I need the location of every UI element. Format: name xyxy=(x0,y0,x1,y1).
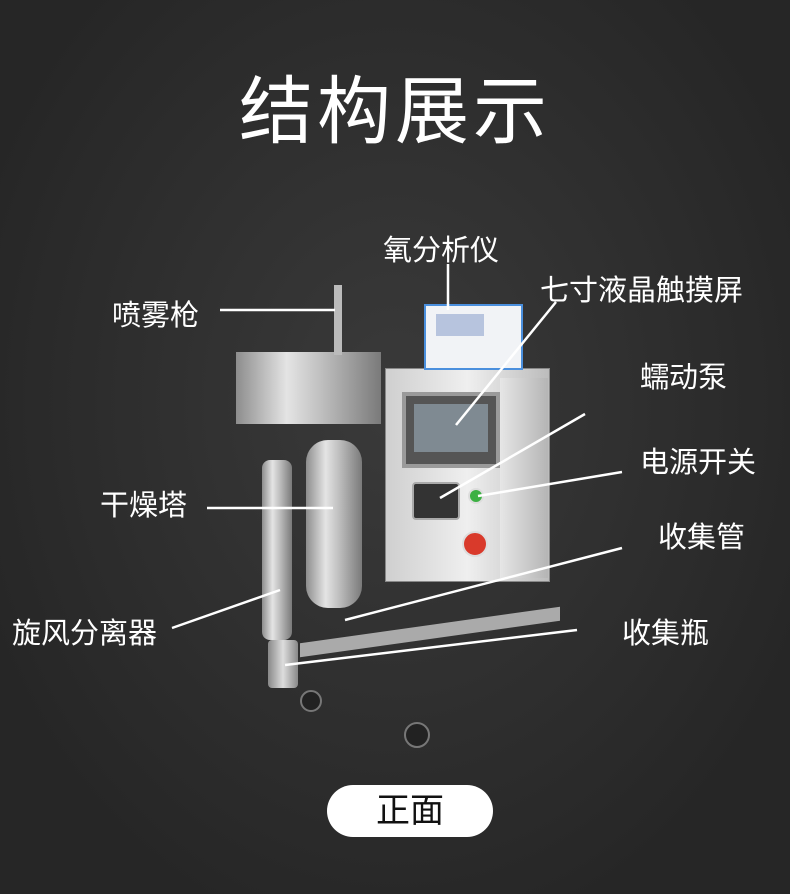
emergency-stop xyxy=(462,531,488,557)
collection-bottle-line xyxy=(284,628,578,667)
heater-box xyxy=(236,352,381,424)
collection-tube-line xyxy=(344,546,623,622)
oxygen-analyzer-device xyxy=(424,304,523,370)
pump-head xyxy=(412,482,460,520)
drying-tower xyxy=(306,440,362,608)
label-peristaltic-pump: 蠕动泵 xyxy=(640,360,728,394)
touch-screen-line xyxy=(455,301,557,426)
cabinet-side xyxy=(500,378,548,578)
power-switch-line xyxy=(477,470,623,498)
cyclone-separator xyxy=(262,460,292,640)
spray-gun xyxy=(334,285,342,355)
wheel xyxy=(404,722,430,748)
label-touch-screen: 七寸液晶触摸屏 xyxy=(540,273,744,307)
label-cyclone-separator: 旋风分离器 xyxy=(12,616,158,650)
label-power-switch: 电源开关 xyxy=(640,445,757,479)
pump-line xyxy=(439,412,586,500)
label-collection-bottle: 收集瓶 xyxy=(622,616,710,650)
cyclone-line xyxy=(171,588,281,630)
touch-screen xyxy=(402,392,500,468)
front-view-button[interactable]: 正面 xyxy=(327,785,493,837)
label-spray-gun: 喷雾枪 xyxy=(112,298,200,332)
label-drying-tower: 干燥塔 xyxy=(100,488,188,522)
wheel xyxy=(300,690,322,712)
label-collection-tube: 收集管 xyxy=(658,520,746,554)
label-oxygen-analyzer: 氧分析仪 xyxy=(383,233,500,267)
page-title: 结构展示 xyxy=(239,69,551,155)
